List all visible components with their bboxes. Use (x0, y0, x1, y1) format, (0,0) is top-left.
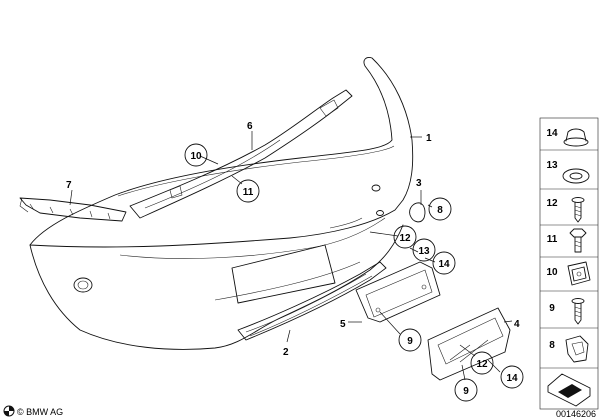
callout-8[interactable]: 8 (428, 197, 452, 221)
callout-12-upper-text: 12 (399, 233, 411, 244)
callout-14-lower-text: 14 (506, 373, 518, 384)
callout-12-lower-text: 12 (476, 359, 488, 370)
callout-13-text: 13 (418, 246, 430, 257)
bmw-logo-icon (3, 405, 15, 417)
callout-9-lower[interactable]: 9 (454, 378, 478, 402)
legend-number-10: 10 (546, 267, 558, 278)
leader-lines (69, 131, 513, 381)
callout-9-middle-text: 9 (407, 336, 413, 347)
license-plate-bracket[interactable] (355, 261, 441, 323)
legend-number-13: 13 (546, 160, 558, 171)
bracket-clip-icon (565, 335, 589, 363)
clip-nut-icon (567, 261, 591, 286)
part-label-5: 5 (340, 319, 346, 330)
callout-12-upper[interactable]: 12 (393, 225, 417, 249)
plug-cap-icon (563, 128, 589, 147)
callout-14-lower[interactable]: 14 (500, 365, 524, 389)
part-label-7: 7 (66, 180, 72, 191)
direction-arrow-icon (547, 373, 591, 407)
callout-8-text: 8 (437, 205, 443, 216)
callout-10[interactable]: 10 (184, 143, 208, 167)
callout-12-lower[interactable]: 12 (470, 351, 494, 375)
callout-13[interactable]: 13 (412, 238, 436, 262)
part-label-1: 1 (426, 133, 432, 144)
callout-9-middle[interactable]: 9 (398, 328, 422, 352)
grommet-ring-icon (562, 168, 590, 184)
legend-number-12: 12 (546, 198, 558, 209)
part-label-2: 2 (283, 347, 289, 358)
legend-number-11: 11 (547, 234, 558, 245)
screw-icon (571, 197, 585, 223)
callout-14-upper-text: 14 (438, 259, 450, 270)
part-label-3: 3 (416, 178, 422, 189)
upper-bracket[interactable] (129, 89, 353, 219)
part-label-6: 6 (247, 121, 253, 132)
fastener-legend: 14 13 12 11 10 (539, 117, 599, 410)
part-label-4: 4 (514, 319, 520, 330)
plug-part[interactable] (409, 202, 426, 223)
legend-number-14: 14 (546, 128, 558, 139)
callout-10-text: 10 (190, 151, 202, 162)
callout-11[interactable]: 11 (236, 179, 260, 203)
callout-11-text: 11 (243, 187, 254, 198)
callout-14-upper[interactable]: 14 (432, 251, 456, 275)
side-bracket[interactable] (19, 197, 127, 222)
diagram-id: 00146206 (556, 409, 596, 419)
callout-9-lower-text: 9 (463, 386, 469, 397)
screw-icon (571, 298, 585, 325)
legend-number-8: 8 (549, 340, 555, 351)
license-plate-holder[interactable] (427, 307, 511, 381)
diffuser-strip[interactable] (237, 261, 387, 341)
legend-number-9: 9 (549, 303, 555, 314)
copyright-text: © BMW AG (17, 407, 63, 417)
rear-bumper-panel[interactable] (29, 57, 414, 350)
hex-bolt-icon (569, 228, 587, 253)
